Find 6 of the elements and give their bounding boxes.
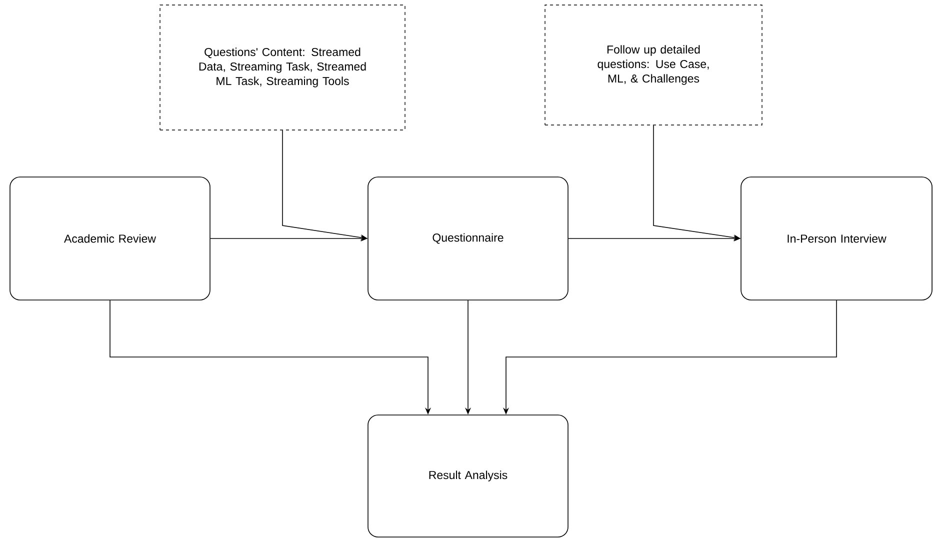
process-box: Result Analysis	[368, 414, 568, 538]
process-box: Academic Review	[10, 176, 210, 300]
note-box: Follow up detailed questions: Use Case, ML, & Challenges	[544, 4, 762, 126]
process-box: In-Person Interview	[740, 176, 932, 300]
process-box: Questionnaire	[368, 176, 568, 300]
note-box: Questions' Content: Streamed Data, Streaming Task, Streamed ML Task, Streaming Tools	[160, 4, 406, 130]
